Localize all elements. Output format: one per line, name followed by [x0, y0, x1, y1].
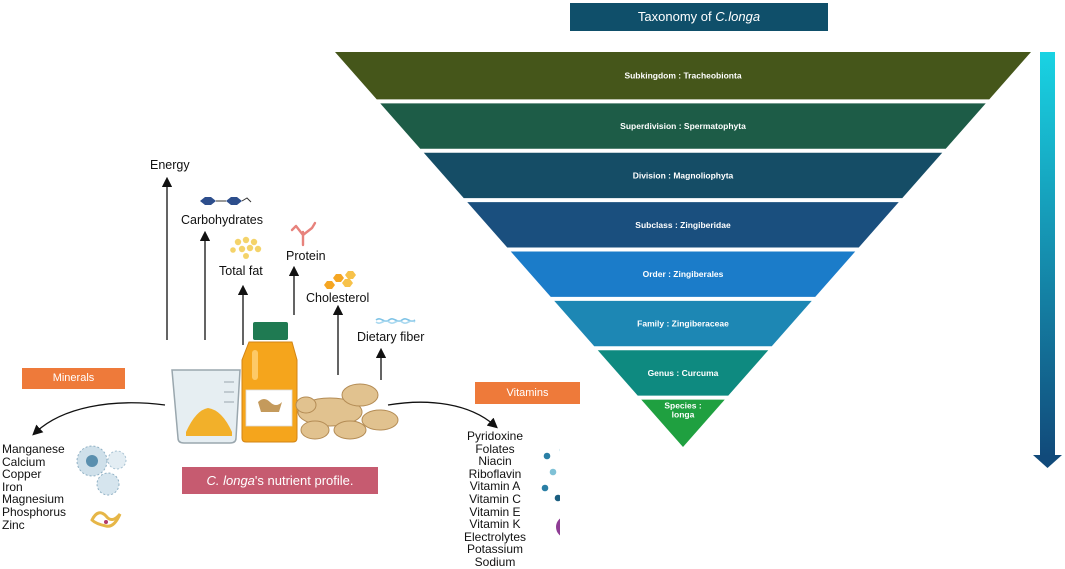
vitamin-item: Vitamin K	[455, 518, 535, 531]
zinc-protein-icon	[92, 513, 120, 526]
taxonomy-tier-label: Order : Zingiberales	[643, 269, 724, 279]
mineral-item: Zinc	[2, 519, 66, 532]
total-fat-label: Total fat	[219, 264, 263, 278]
mineral-item: Manganese	[2, 443, 66, 456]
taxonomy-tier-label: Division : Magnoliophyta	[633, 170, 734, 180]
energy-label: Energy	[150, 158, 190, 172]
electrolyte-ions-icon: Na Cl K	[556, 516, 560, 558]
taxonomy-tier-label: Superdivision : Spermatophyta	[620, 121, 746, 131]
mineral-crystals-icon	[77, 446, 126, 495]
vitamin-dot	[542, 485, 549, 492]
vitamin-item: Pyridoxine	[455, 430, 535, 443]
beaker-turmeric-powder-icon	[172, 370, 240, 443]
carbohydrates-label: Carbohydrates	[181, 213, 263, 227]
protein-label: Protein	[286, 249, 326, 263]
nutrient-profile-caption: C. longa's nutrient profile.	[182, 467, 378, 494]
turmeric-juice-bottle-icon	[242, 322, 297, 442]
profile-species: C. longa	[206, 473, 254, 488]
carbohydrate-molecule-icon	[200, 197, 251, 205]
turmeric-rhizome-icon	[296, 384, 398, 439]
vitamins-heading: Vitamins	[475, 382, 580, 404]
vitamin-item: Vitamin C	[455, 493, 535, 506]
minerals-arrow	[36, 403, 165, 432]
taxonomy-tier-label: Family : Zingiberaceae	[637, 319, 729, 329]
vitamin-item: Sodium	[455, 556, 535, 569]
dietary-fiber-label: Dietary fiber	[357, 330, 424, 344]
mineral-item: Copper	[2, 468, 66, 481]
minerals-heading: Minerals	[22, 368, 125, 389]
hierarchy-arrow-shaft	[1040, 52, 1055, 457]
cholesterol-label: Cholesterol	[306, 291, 369, 305]
fiber-strand-icon	[376, 319, 415, 323]
vitamins-arrow	[388, 402, 494, 425]
vitamin-molecules-icon	[542, 446, 560, 513]
vitamin-dot	[544, 453, 551, 460]
profile-suffix: 's nutrient profile.	[255, 473, 354, 488]
cholesterol-molecule-icon	[324, 271, 356, 289]
taxonomy-tier-label: Subkingdom : Tracheobionta	[624, 71, 741, 81]
fat-droplets-icon	[230, 237, 261, 259]
vitamin-dot	[555, 495, 560, 502]
vitamin-dot	[550, 469, 557, 476]
taxonomy-tier-label: Genus : Curcuma	[648, 368, 719, 378]
protein-icon	[292, 223, 315, 245]
taxonomy-tier-label: Subclass : Zingiberidae	[635, 220, 731, 230]
mineral-item: Phosphorus	[2, 506, 66, 519]
vitamin-item: Niacin	[455, 455, 535, 468]
hierarchy-arrow-head	[1033, 455, 1062, 468]
